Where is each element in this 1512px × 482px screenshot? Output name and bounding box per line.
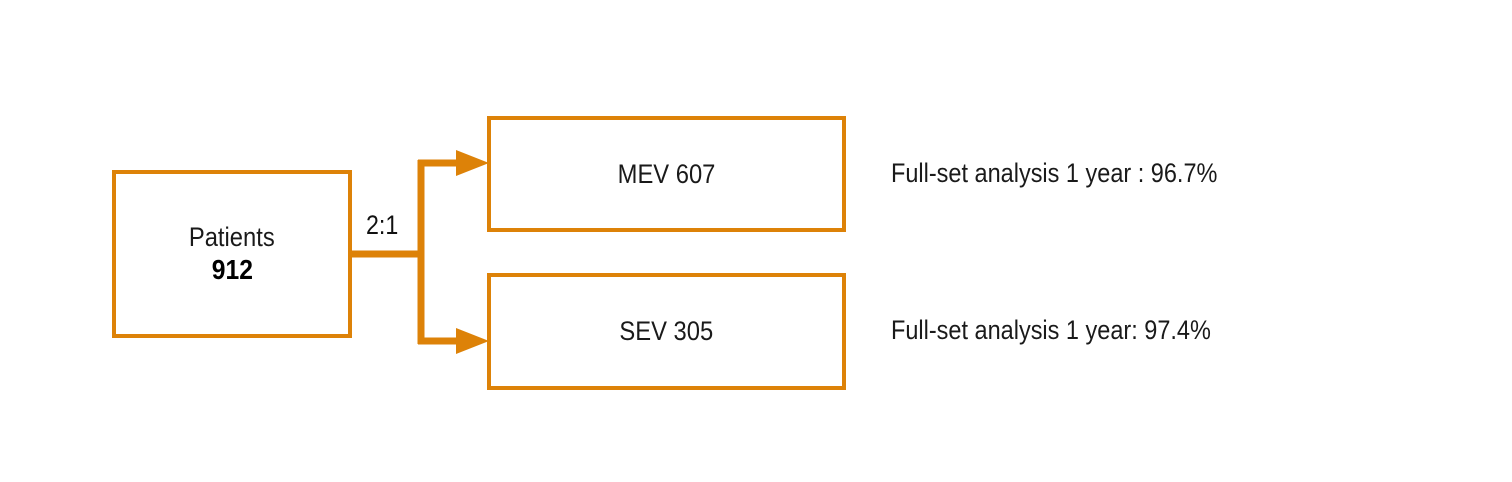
randomization-ratio-label: 2:1 (366, 210, 399, 240)
sev-arm-label: SEV 305 (619, 316, 714, 346)
patients-box: Patients 912 (112, 170, 352, 338)
sev-analysis-annotation: Full-set analysis 1 year: 97.4% (891, 315, 1211, 345)
patients-box-count: 912 (211, 254, 253, 286)
mev-arm-box: MEV 607 (487, 116, 846, 232)
mev-analysis-annotation: Full-set analysis 1 year : 96.7% (891, 158, 1218, 188)
patients-box-title: Patients (189, 221, 275, 252)
arrowhead-upper-icon (456, 150, 489, 176)
sev-arm-box: SEV 305 (487, 273, 846, 390)
mev-arm-label: MEV 607 (617, 158, 716, 189)
arrowhead-lower-icon (456, 328, 489, 354)
